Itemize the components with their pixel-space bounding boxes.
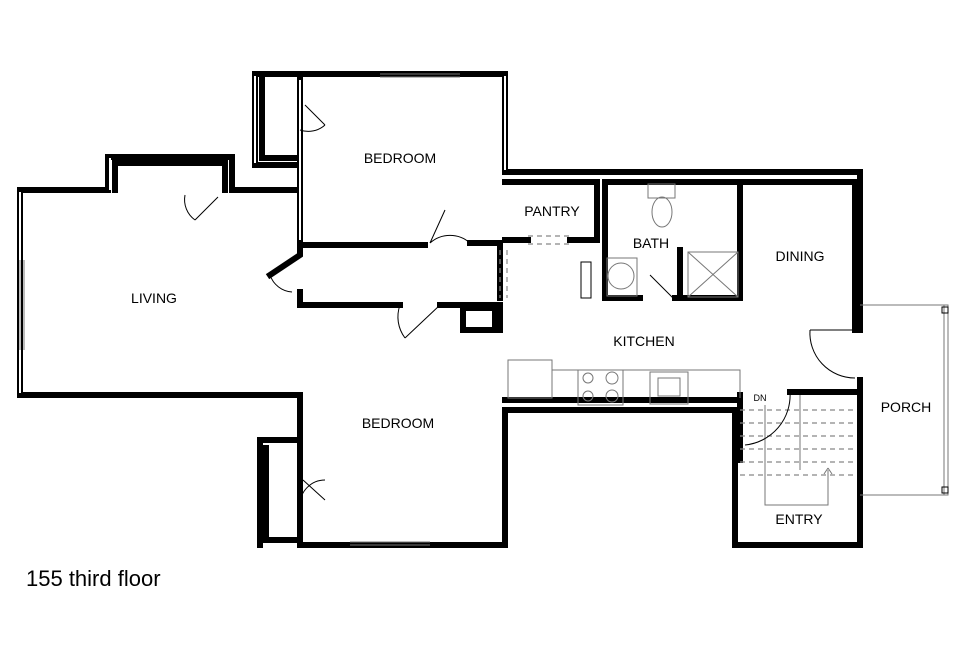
room-label-pantry: PANTRY bbox=[524, 203, 580, 219]
doors-windows bbox=[19, 73, 949, 546]
room-label-porch: PORCH bbox=[880, 399, 932, 415]
floor-plan-title: 155 third floor bbox=[26, 566, 161, 591]
room-label-kitchen: KITCHEN bbox=[613, 333, 675, 349]
room-label-bedroom-upper: BEDROOM bbox=[363, 150, 437, 166]
walls bbox=[17, 71, 863, 548]
room-label-bath: BATH bbox=[632, 235, 670, 251]
stairs bbox=[740, 391, 855, 506]
room-label-living: LIVING bbox=[131, 290, 177, 306]
fixtures bbox=[507, 183, 741, 406]
room-label-entry: ENTRY bbox=[775, 511, 823, 527]
room-label-bedroom-lower: BEDROOM bbox=[361, 415, 435, 431]
stair-down-label: DN bbox=[753, 393, 767, 403]
room-label-dining: DINING bbox=[775, 248, 825, 264]
